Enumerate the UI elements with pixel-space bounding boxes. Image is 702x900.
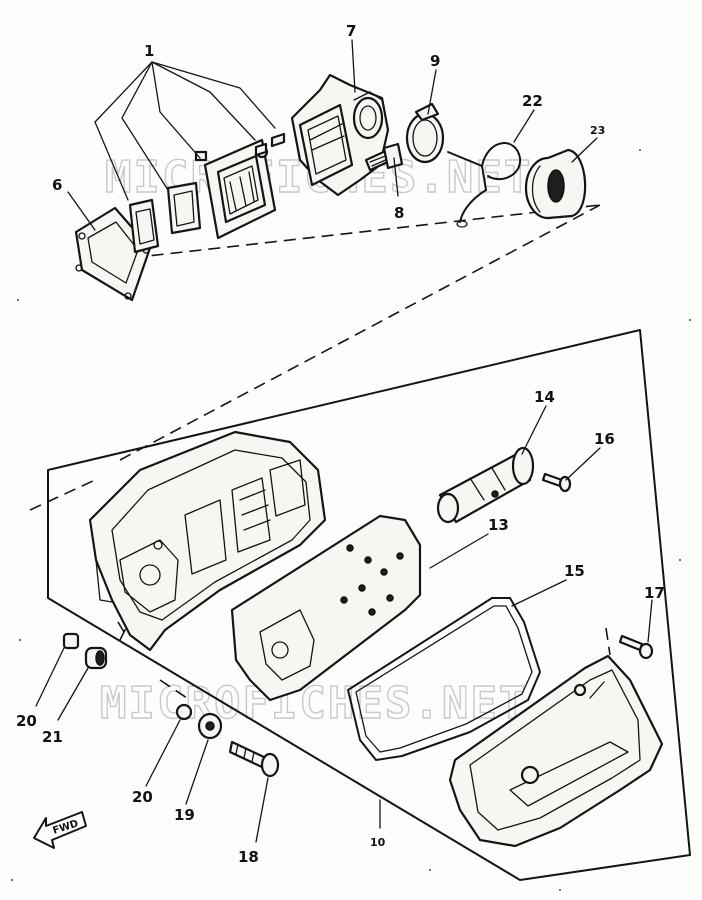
callout-17: 17	[644, 584, 665, 602]
air-cleaner-cover	[448, 627, 664, 848]
part-13-element-plate	[230, 514, 422, 702]
callout-20-left: 20	[16, 712, 37, 730]
callout-9: 9	[430, 52, 440, 70]
callout-22: 22	[522, 92, 543, 110]
part-20-grommet-lower	[175, 703, 193, 721]
callout-leaders	[35, 39, 653, 843]
callout-10: 10	[370, 836, 386, 849]
part-9-hose-clamp	[405, 102, 445, 164]
air-cleaner-case	[88, 430, 327, 652]
scan-specks	[11, 149, 691, 891]
part-19-washer	[197, 712, 223, 740]
part-17-screw	[618, 634, 654, 660]
callout-21: 21	[42, 728, 63, 746]
part-1-screws	[254, 132, 286, 157]
part-1-reed-petal-a	[128, 198, 160, 254]
callout-8: 8	[394, 204, 404, 222]
callout-1-leaders	[94, 61, 276, 201]
watermark-bottom: MICROFICHES.NET	[99, 677, 527, 729]
part-18-bolt	[228, 740, 280, 778]
part-22-spring	[447, 142, 522, 228]
callout-1: 1	[144, 42, 154, 60]
callout-7: 7	[346, 22, 356, 40]
callout-15: 15	[564, 562, 585, 580]
callout-23: 23	[590, 124, 605, 137]
upper-dashed-axis	[94, 204, 601, 263]
part-10-assembly-frame	[29, 204, 691, 881]
part-15-gasket-ring	[347, 597, 541, 761]
part-1-reed-valve-block	[194, 138, 277, 240]
watermark-text-bottom: MICROFICHES.NET	[100, 678, 527, 729]
part-23-rubber-joint	[524, 148, 587, 220]
callout-6: 6	[52, 176, 62, 194]
callout-14: 14	[534, 388, 555, 406]
callout-20-lower: 20	[132, 788, 153, 806]
part-7-intake-manifold	[290, 73, 390, 197]
part-21-damper	[84, 646, 108, 670]
callout-18: 18	[238, 848, 259, 866]
part-14-intake-tube	[436, 446, 535, 524]
callout-16: 16	[594, 430, 615, 448]
part-8-bolt	[364, 142, 404, 172]
callout-19: 19	[174, 806, 195, 824]
upper-assembly-outline	[94, 204, 601, 263]
callout-labels: 1 6 7 8 9 22 23 14 16 13 15 17 20 21 20 …	[16, 22, 665, 866]
callout-13: 13	[488, 516, 509, 534]
part-20-grommet-left	[62, 632, 80, 650]
fwd-direction-arrow: FWD	[33, 811, 87, 849]
part-16-screw	[541, 472, 572, 493]
part-1-reed-petal-b	[166, 181, 202, 235]
